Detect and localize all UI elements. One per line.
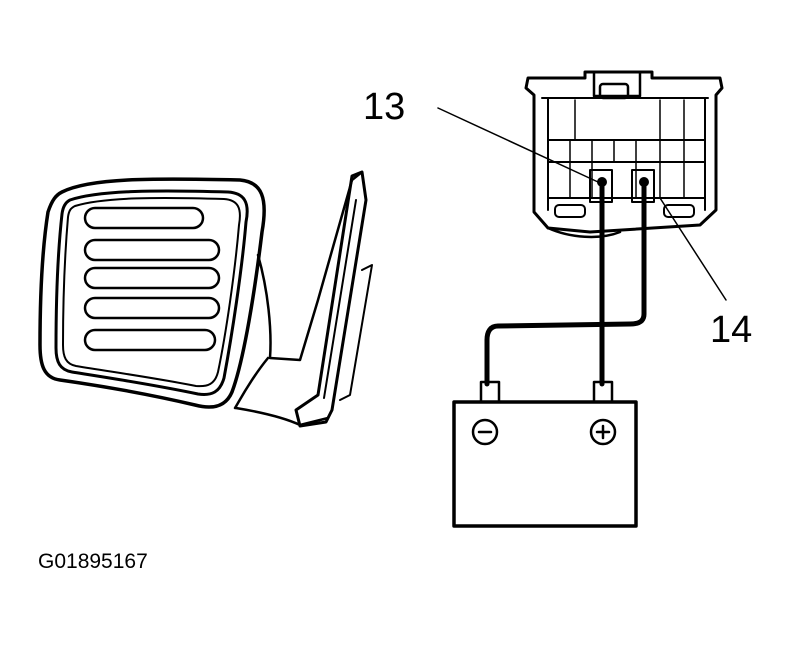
negative-terminal-icon (471, 418, 499, 446)
terminal-14-pin (639, 177, 649, 187)
side-mirror (38, 170, 373, 428)
figure-id: G01895167 (38, 550, 148, 573)
callout-14: 14 (710, 309, 752, 351)
leader-line-14 (659, 197, 727, 301)
jumper-wires (484, 177, 649, 387)
leader-line-13 (437, 107, 599, 183)
callout-13: 13 (363, 86, 405, 128)
positive-terminal-icon (589, 418, 617, 446)
terminal-13-pin (597, 177, 607, 187)
battery (452, 380, 638, 528)
mirror-connector (524, 70, 724, 239)
